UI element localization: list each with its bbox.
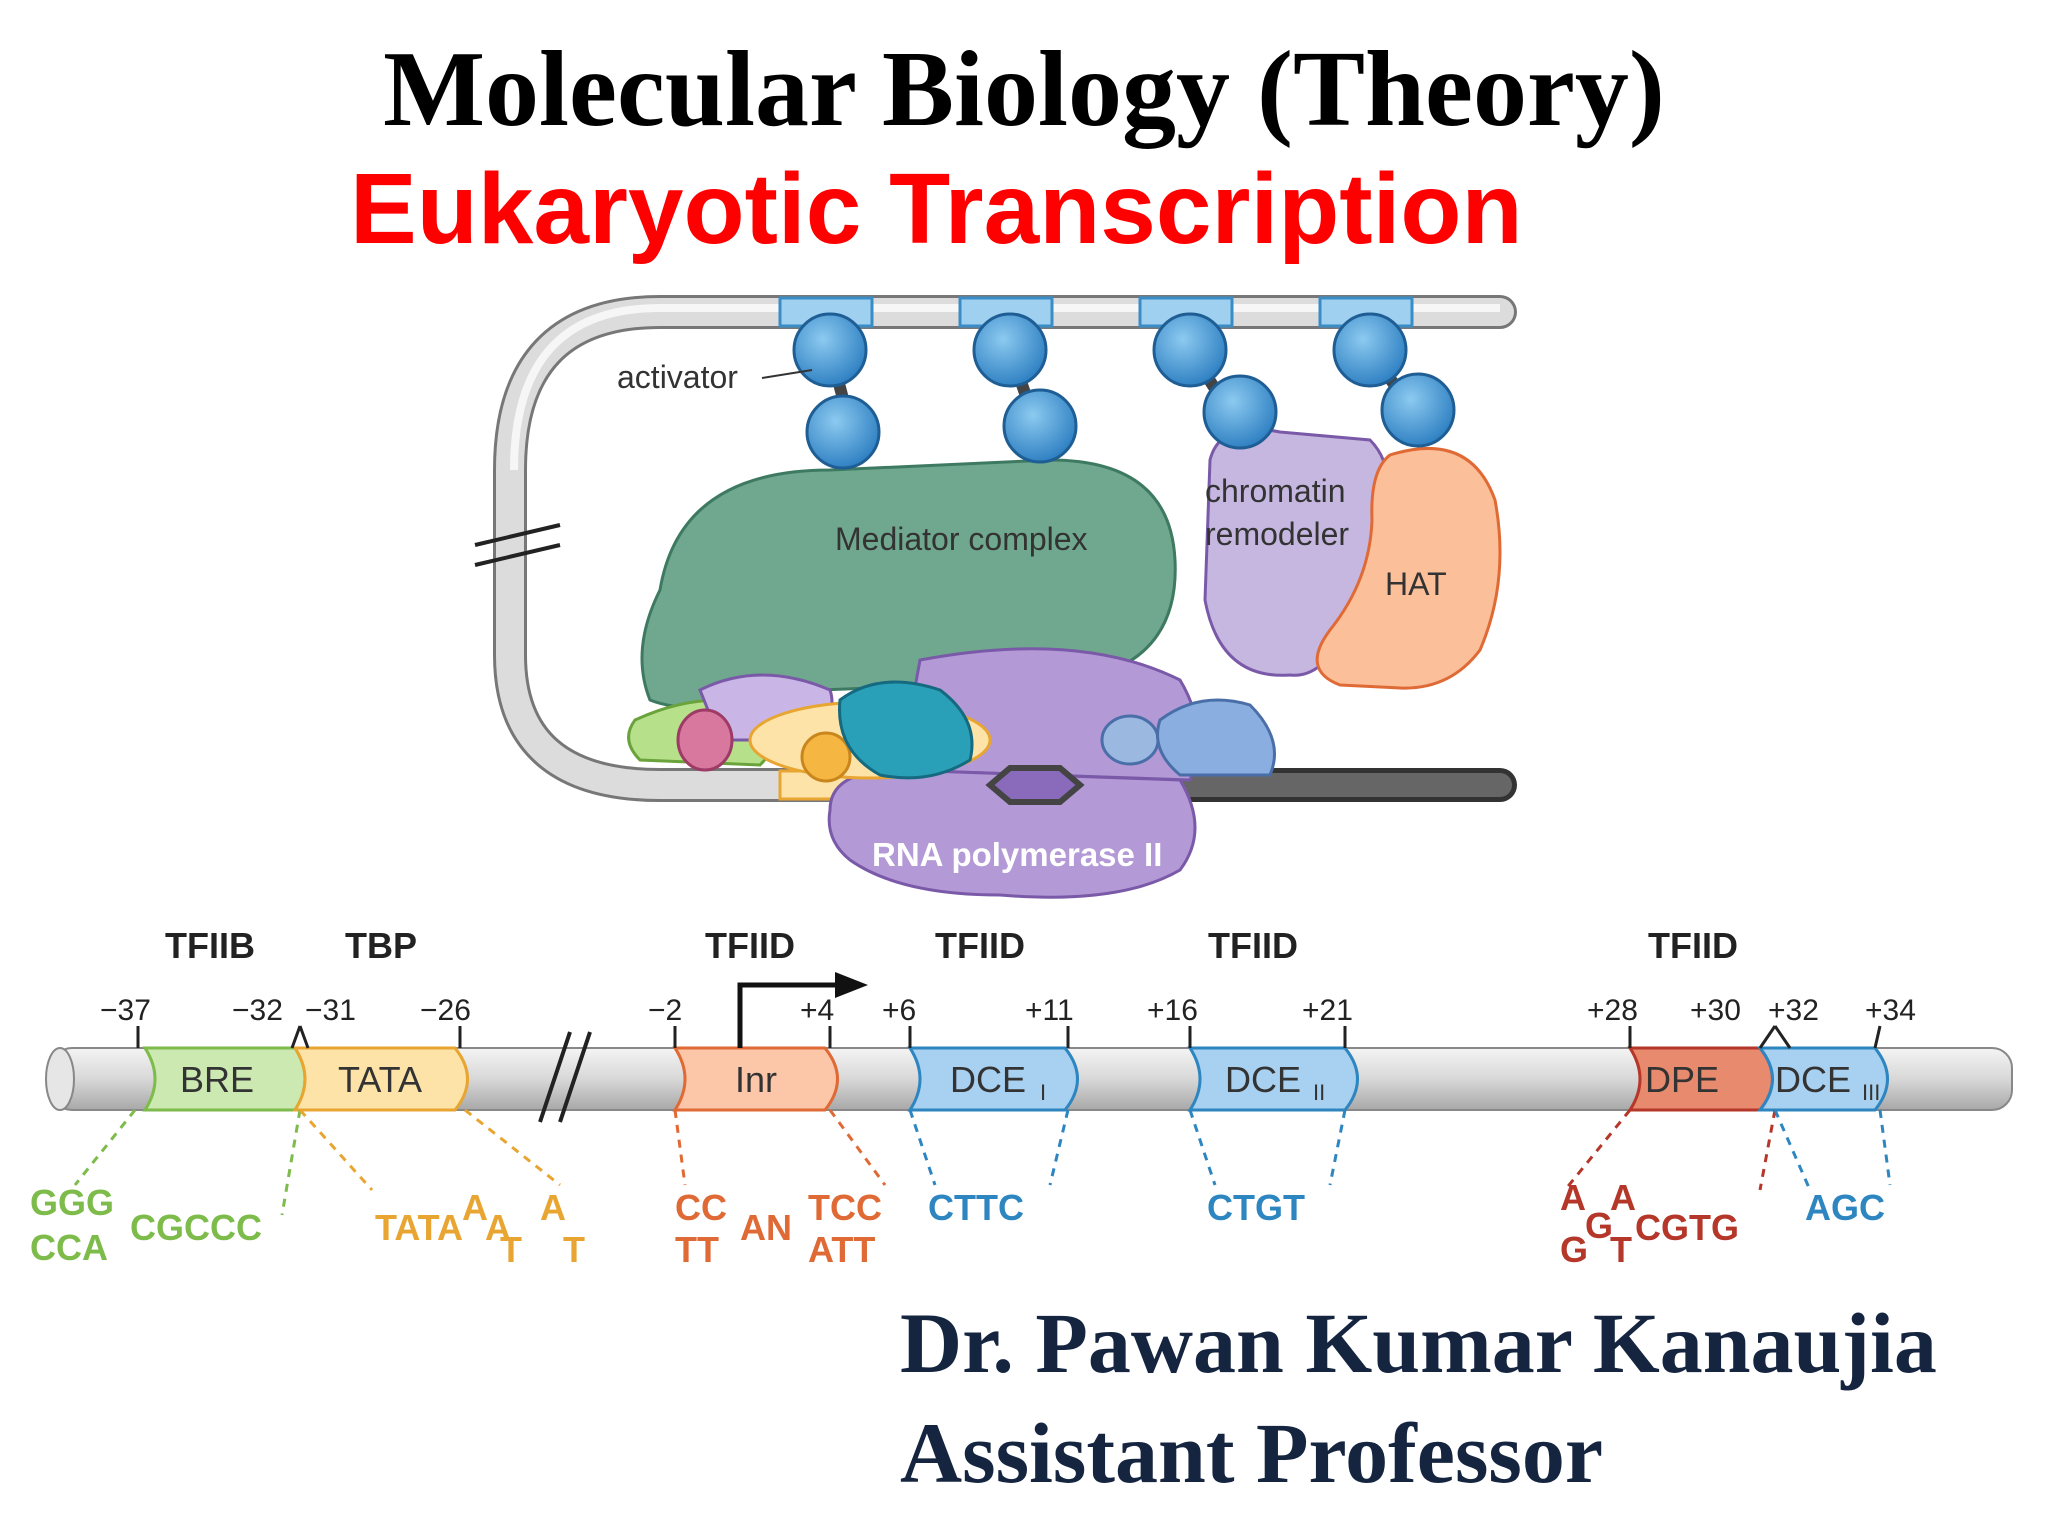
seq-dpe-cgtg: CGTG bbox=[1635, 1207, 1739, 1248]
transcription-start-arrow bbox=[737, 972, 868, 1048]
seq-inr-cc: CC bbox=[675, 1187, 727, 1228]
seq-dce2: CTGT bbox=[1207, 1187, 1305, 1228]
seq-bre-bottom: CCA bbox=[30, 1227, 108, 1268]
rna-pol-label: RNA polymerase II bbox=[872, 836, 1162, 873]
pos-label: −2 bbox=[648, 994, 682, 1027]
page-subtitle: Eukaryotic Transcription bbox=[350, 153, 1523, 265]
factor-tfiid-inr: TFIID bbox=[705, 925, 795, 966]
seq-dpe-a2: A bbox=[1610, 1177, 1636, 1218]
seq-bre-top: GGG bbox=[30, 1182, 114, 1223]
factor-tfiib: TFIIB bbox=[165, 925, 255, 966]
seq-inr-tcc: TCC bbox=[808, 1187, 882, 1228]
element-dpe: DPE bbox=[1645, 1059, 1719, 1100]
seq-tata-t1: T bbox=[500, 1229, 522, 1270]
basal-complex bbox=[627, 647, 1276, 899]
element-dce2-sub: II bbox=[1313, 1080, 1325, 1105]
seq-tata-t2: T bbox=[563, 1229, 585, 1270]
pos-label: +11 bbox=[1025, 994, 1074, 1027]
pos-label: +6 bbox=[882, 994, 916, 1027]
element-tata: TATA bbox=[338, 1059, 422, 1100]
mediator-complex bbox=[640, 458, 1177, 710]
seq-inr-att: ATT bbox=[808, 1229, 875, 1270]
pos-label: +21 bbox=[1302, 994, 1353, 1027]
factor-tfiid-dpe: TFIID bbox=[1648, 925, 1738, 966]
author-role: Assistant Professor bbox=[900, 1405, 1604, 1501]
element-dce2: DCE bbox=[1225, 1059, 1301, 1100]
promoter-bar bbox=[45, 1031, 2013, 1123]
element-bre: BRE bbox=[180, 1059, 254, 1100]
mediator-label: Mediator complex bbox=[835, 521, 1088, 557]
page-title: Molecular Biology (Theory) bbox=[383, 30, 1665, 149]
position-ticks bbox=[136, 1025, 1882, 1049]
pos-label: −37 bbox=[100, 994, 151, 1027]
pos-label: −32 bbox=[232, 994, 283, 1027]
activator-label: activator bbox=[617, 359, 738, 395]
pos-label: −31 bbox=[305, 994, 356, 1027]
seq-dpe-g2: G bbox=[1585, 1205, 1613, 1246]
element-dce1: DCE bbox=[950, 1059, 1026, 1100]
element-dce3: DCE bbox=[1775, 1059, 1851, 1100]
seq-tata-a3: A bbox=[540, 1187, 566, 1228]
seq-tata-a1: A bbox=[462, 1187, 488, 1228]
factor-tfiid-dce1: TFIID bbox=[935, 925, 1025, 966]
factor-tbp: TBP bbox=[345, 925, 417, 966]
element-dce1-sub: I bbox=[1040, 1080, 1046, 1105]
element-inr: Inr bbox=[735, 1059, 777, 1100]
pos-label: +16 bbox=[1147, 994, 1198, 1027]
chromatin-label-2: remodeler bbox=[1205, 516, 1349, 552]
seq-inr-an: AN bbox=[740, 1207, 792, 1248]
pos-label: +30 bbox=[1690, 994, 1741, 1027]
hat-label: HAT bbox=[1385, 566, 1447, 602]
seq-dce3: AGC bbox=[1805, 1187, 1885, 1228]
pos-label: +4 bbox=[800, 994, 834, 1027]
pos-label: +28 bbox=[1587, 994, 1638, 1027]
seq-dpe-a1: A bbox=[1560, 1177, 1586, 1218]
hat bbox=[1315, 446, 1502, 690]
factor-tfiid-dce2: TFIID bbox=[1208, 925, 1298, 966]
author-name: Dr. Pawan Kumar Kanaujia bbox=[900, 1295, 1937, 1391]
seq-tata-main: TATA bbox=[375, 1207, 463, 1248]
pos-label: +34 bbox=[1865, 994, 1916, 1027]
chromatin-label-1: chromatin bbox=[1205, 473, 1346, 509]
element-dce3-sub: III bbox=[1862, 1080, 1880, 1105]
seq-dpe-t: T bbox=[1610, 1229, 1632, 1270]
activator-proteins bbox=[792, 312, 1456, 470]
seq-bre-tail: CGCCC bbox=[130, 1207, 262, 1248]
seq-dpe-g1: G bbox=[1560, 1229, 1588, 1270]
seq-dce1: CTTC bbox=[928, 1187, 1024, 1228]
seq-tata-a2: A bbox=[485, 1207, 511, 1248]
pos-label: −26 bbox=[420, 994, 471, 1027]
seq-inr-tt: TT bbox=[675, 1229, 719, 1270]
pos-label: +32 bbox=[1768, 994, 1819, 1027]
